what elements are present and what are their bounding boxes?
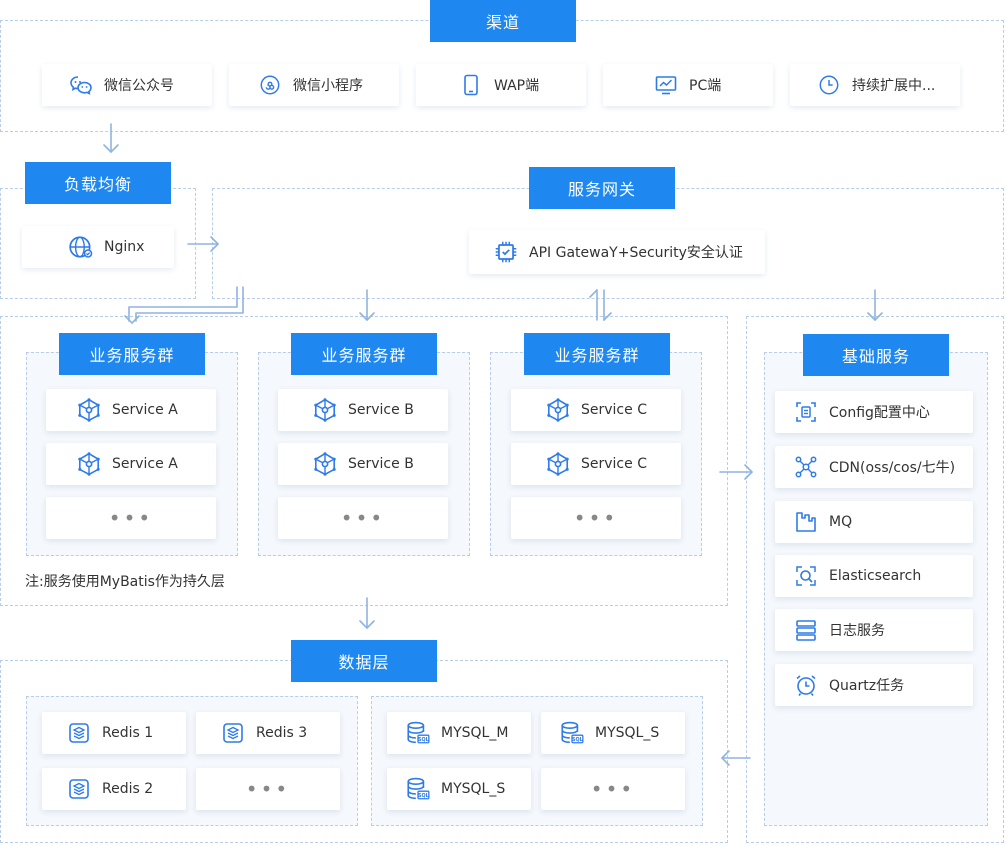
- more-card[interactable]: •••: [46, 497, 216, 539]
- chip-icon: [493, 239, 519, 265]
- more-dots: •••: [590, 777, 636, 801]
- service-label: Service C: [581, 402, 647, 418]
- search-icon: [793, 563, 819, 589]
- redis-label: Redis 1: [102, 725, 154, 741]
- service-card[interactable]: Service B: [278, 389, 448, 431]
- mini-program-icon: [257, 72, 283, 98]
- service-card[interactable]: Service C: [511, 443, 681, 485]
- service-label: Service C: [581, 456, 647, 472]
- service-label: Service B: [348, 402, 414, 418]
- nginx-card[interactable]: Nginx: [22, 226, 174, 268]
- base-item-label: CDN(oss/cos/七牛): [829, 460, 956, 476]
- service-label: Service B: [348, 456, 414, 472]
- redis-icon: [66, 776, 92, 802]
- database-icon: [559, 720, 585, 746]
- channel-item-label: 微信小程序: [293, 78, 363, 94]
- redis-label: Redis 3: [256, 725, 308, 741]
- mysql-label: MYSQL_M: [441, 725, 509, 741]
- api-gateway-card[interactable]: API GatewaY+Security安全认证: [469, 230, 765, 274]
- more-dots: •••: [573, 506, 619, 530]
- config-icon: [793, 399, 819, 425]
- mobile-icon: [458, 72, 484, 98]
- wechat-icon: [68, 72, 94, 98]
- log-icon: [793, 617, 819, 643]
- more-card[interactable]: •••: [541, 768, 685, 810]
- api-gateway-label: API GatewaY+Security安全认证: [529, 245, 743, 261]
- service-node-icon: [545, 451, 571, 477]
- mysql-card[interactable]: MYSQL_M: [387, 712, 531, 754]
- redis-icon: [66, 720, 92, 746]
- service-card[interactable]: Service A: [46, 389, 216, 431]
- more-card[interactable]: •••: [278, 497, 448, 539]
- service-node-icon: [76, 451, 102, 477]
- globe-icon: [68, 234, 94, 260]
- channel-header: 渠道: [430, 0, 576, 42]
- base-item-label: Quartz任务: [829, 678, 905, 694]
- base-item-label: Elasticsearch: [829, 568, 922, 584]
- redis-card[interactable]: Redis 1: [42, 712, 186, 754]
- redis-label: Redis 2: [102, 781, 154, 797]
- base-item-mq[interactable]: MQ: [775, 501, 973, 543]
- nginx-label: Nginx: [104, 239, 145, 255]
- service-card[interactable]: Service A: [46, 443, 216, 485]
- business-group-a-header: 业务服务群: [59, 333, 205, 375]
- base-item-elasticsearch[interactable]: Elasticsearch: [775, 555, 973, 597]
- service-card[interactable]: Service C: [511, 389, 681, 431]
- service-node-icon: [76, 397, 102, 423]
- mysql-card[interactable]: MYSQL_S: [541, 712, 685, 754]
- load-balance-header: 负载均衡: [25, 162, 171, 204]
- more-dots: •••: [340, 506, 386, 530]
- service-node-icon: [545, 397, 571, 423]
- base-item-label: Config配置中心: [829, 405, 930, 421]
- service-node-icon: [312, 451, 338, 477]
- service-label: Service A: [112, 402, 178, 418]
- channel-item-wechat-official[interactable]: 微信公众号: [42, 64, 212, 106]
- service-label: Service A: [112, 456, 178, 472]
- persistence-note: 注:服务使用MyBatis作为持久层: [25, 574, 225, 590]
- more-dots: •••: [108, 506, 154, 530]
- base-item-label: MQ: [829, 514, 853, 530]
- service-node-icon: [312, 397, 338, 423]
- more-card[interactable]: •••: [511, 497, 681, 539]
- database-icon: [405, 720, 431, 746]
- channel-item-wap[interactable]: WAP端: [416, 64, 586, 106]
- service-card[interactable]: Service B: [278, 443, 448, 485]
- channel-item-label: 微信公众号: [104, 78, 174, 94]
- clock-icon: [816, 72, 842, 98]
- base-item-quartz[interactable]: Quartz任务: [775, 664, 973, 706]
- mq-icon: [793, 509, 819, 535]
- more-dots: •••: [245, 777, 291, 801]
- channel-item-label: 持续扩展中...: [852, 78, 936, 94]
- redis-card[interactable]: Redis 3: [196, 712, 340, 754]
- mysql-label: MYSQL_S: [595, 725, 660, 741]
- redis-icon: [220, 720, 246, 746]
- more-card[interactable]: •••: [196, 768, 340, 810]
- network-icon: [793, 454, 819, 480]
- base-item-cdn[interactable]: CDN(oss/cos/七牛): [775, 446, 973, 488]
- channel-item-label: PC端: [689, 78, 722, 94]
- channel-item-label: WAP端: [494, 78, 540, 94]
- mysql-card[interactable]: MYSQL_S: [387, 768, 531, 810]
- monitor-icon: [653, 72, 679, 98]
- business-group-b-header: 业务服务群: [291, 333, 437, 375]
- base-item-config[interactable]: Config配置中心: [775, 391, 973, 433]
- gateway-header: 服务网关: [529, 167, 675, 209]
- database-icon: [405, 776, 431, 802]
- channel-item-expanding[interactable]: 持续扩展中...: [790, 64, 960, 106]
- base-item-log[interactable]: 日志服务: [775, 609, 973, 651]
- business-group-c-header: 业务服务群: [524, 333, 670, 375]
- base-service-header: 基础服务: [803, 334, 949, 376]
- mysql-label: MYSQL_S: [441, 781, 506, 797]
- base-item-label: 日志服务: [829, 623, 885, 639]
- redis-card[interactable]: Redis 2: [42, 768, 186, 810]
- alarm-icon: [793, 672, 819, 698]
- channel-item-wechat-mini[interactable]: 微信小程序: [229, 64, 399, 106]
- channel-item-pc[interactable]: PC端: [603, 64, 773, 106]
- data-layer-header: 数据层: [291, 640, 437, 682]
